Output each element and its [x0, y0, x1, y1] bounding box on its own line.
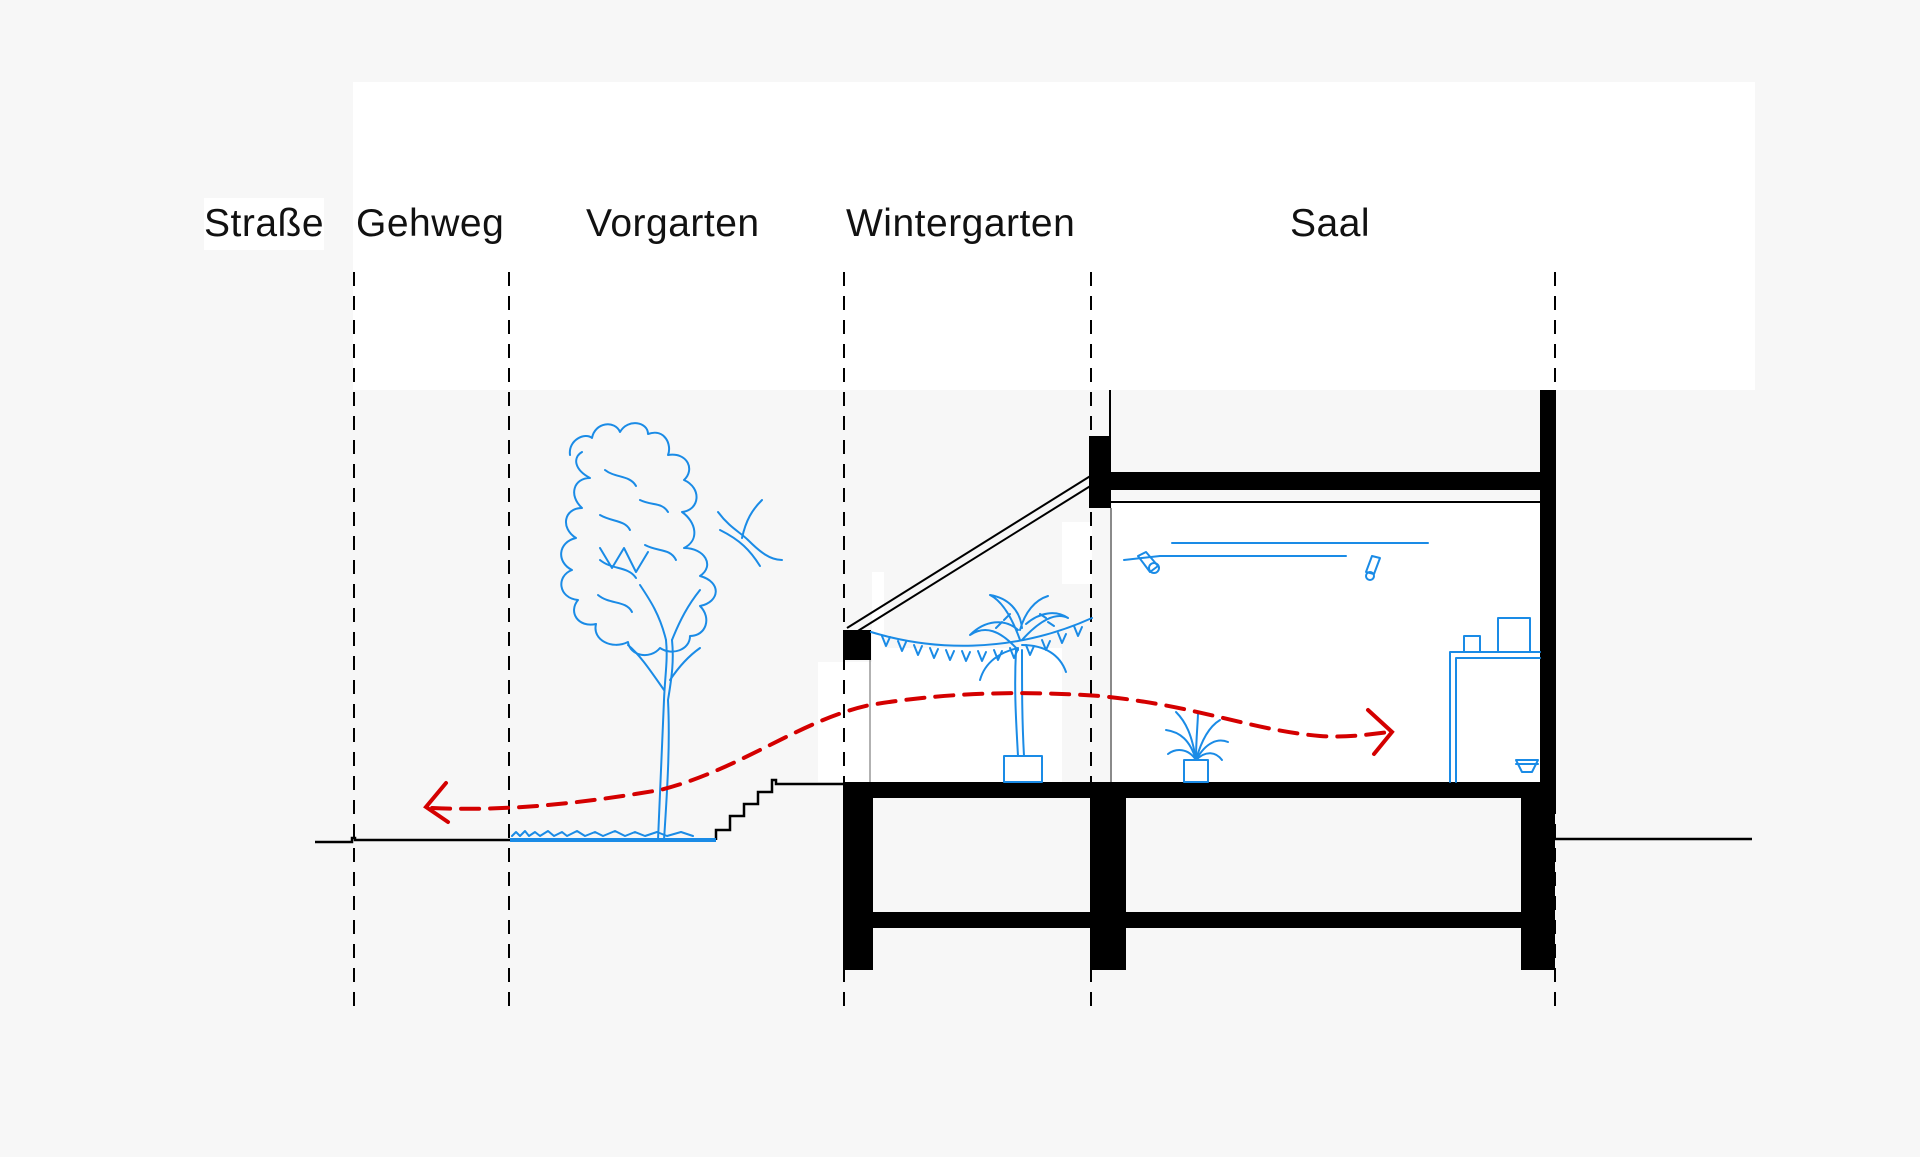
palm-plant-icon — [969, 594, 1069, 783]
building-structure — [843, 390, 1556, 970]
zone-label-strasse: Straße — [204, 198, 324, 250]
tree-icon — [560, 422, 783, 841]
vegetation-and-furniture — [510, 422, 1541, 842]
zone-label-vorgarten: Vorgarten — [586, 198, 768, 250]
spotlight-icon — [1123, 542, 1429, 581]
bidirectional-flow-arrow-icon — [423, 691, 1395, 824]
potted-plant-icon — [1165, 711, 1229, 783]
counter-icon — [1449, 617, 1541, 783]
zone-label-gehweg: Gehweg — [356, 198, 508, 250]
thin-lines — [846, 390, 1540, 782]
ground-line — [315, 778, 1752, 844]
ground-vegetation — [510, 838, 716, 842]
zone-label-saal: Saal — [1290, 198, 1370, 250]
zone-label-wintergarten: Wintergarten — [846, 198, 1086, 250]
